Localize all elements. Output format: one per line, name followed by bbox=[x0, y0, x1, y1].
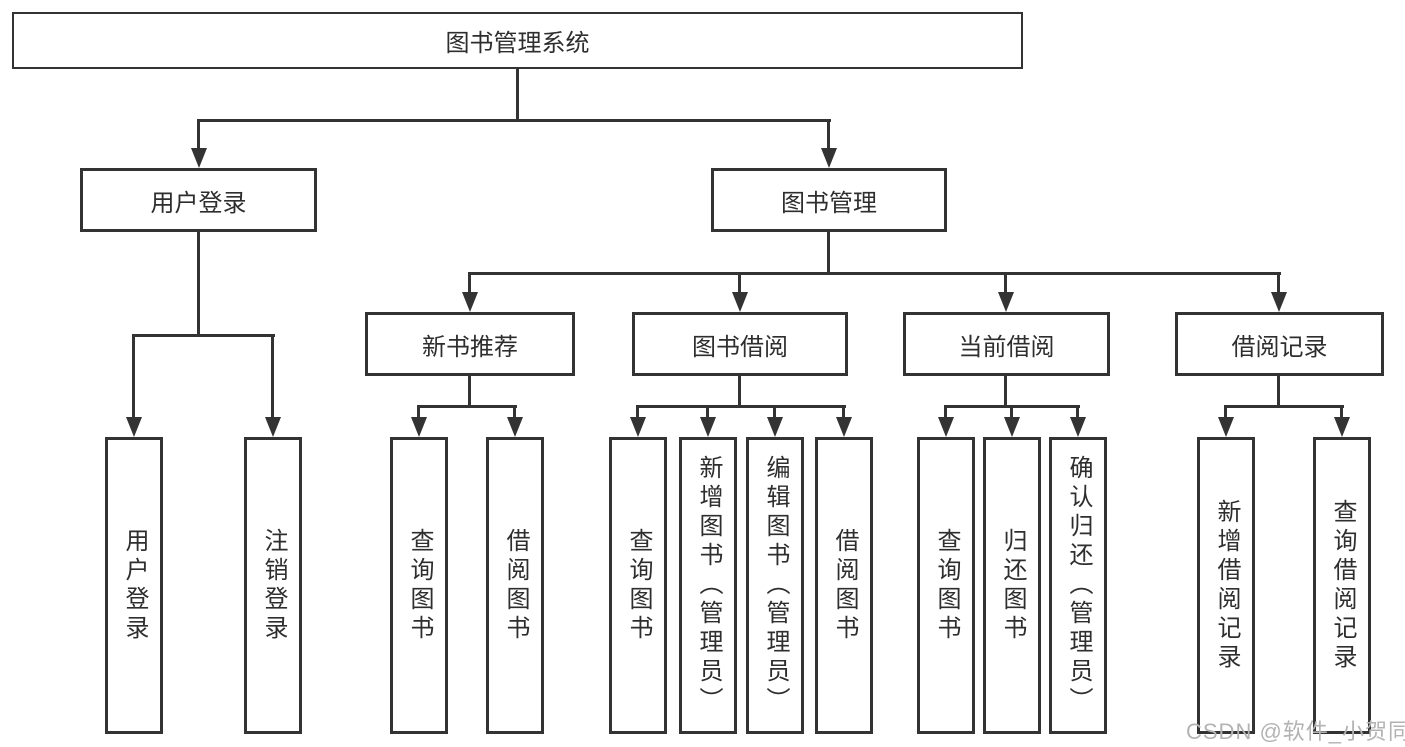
connector-line bbox=[516, 69, 519, 120]
arrow-down-icon bbox=[732, 292, 748, 312]
connector-line bbox=[636, 405, 639, 419]
node-label: 图书管理系统 bbox=[445, 30, 590, 57]
arrow-down-icon bbox=[191, 148, 207, 168]
arrow-down-icon bbox=[411, 417, 427, 437]
node-label: 新增图书（管理员） bbox=[695, 455, 722, 716]
connector-line bbox=[1010, 405, 1013, 419]
node-current-borrowing: 当前借阅 bbox=[903, 312, 1110, 376]
arrow-down-icon bbox=[630, 417, 646, 437]
node-library-system: 图书管理系统 bbox=[12, 12, 1023, 69]
leaf-user-login: 用户登录 bbox=[105, 437, 163, 734]
node-label: 借阅图书 bbox=[502, 527, 529, 644]
leaf-query-borrow-record: 查询借阅记录 bbox=[1313, 437, 1371, 734]
arrow-down-icon bbox=[700, 417, 716, 437]
connector-line bbox=[132, 334, 135, 419]
connector-line bbox=[132, 334, 275, 337]
connector-line bbox=[1004, 272, 1007, 294]
connector-line bbox=[1340, 405, 1343, 419]
leaf-borrow-book: 借阅图书 bbox=[486, 437, 544, 734]
leaf-query-book: 查询图书 bbox=[917, 437, 975, 734]
arrow-down-icon bbox=[938, 417, 954, 437]
node-new-book-recommend: 新书推荐 bbox=[365, 312, 575, 376]
arrow-down-icon bbox=[1334, 417, 1350, 437]
leaf-query-book: 查询图书 bbox=[390, 437, 448, 734]
arrow-down-icon bbox=[265, 417, 281, 437]
connector-line bbox=[706, 405, 709, 419]
node-label: 借阅图书 bbox=[831, 527, 858, 644]
connector-line bbox=[1224, 405, 1344, 408]
node-user-login: 用户登录 bbox=[80, 168, 317, 232]
connector-line bbox=[636, 405, 846, 408]
connector-line bbox=[827, 232, 830, 274]
connector-line bbox=[417, 405, 517, 408]
arrow-down-icon bbox=[462, 292, 478, 312]
node-borrowing-records: 借阅记录 bbox=[1175, 312, 1384, 376]
node-book-borrowing: 图书借阅 bbox=[632, 312, 848, 376]
node-label: 注销登录 bbox=[260, 527, 287, 644]
node-label: 新书推荐 bbox=[422, 333, 518, 361]
leaf-borrow-book: 借阅图书 bbox=[815, 437, 873, 734]
arrow-down-icon bbox=[1218, 417, 1234, 437]
leaf-add-borrow-record: 新增借阅记录 bbox=[1197, 437, 1255, 734]
connector-line bbox=[513, 405, 516, 419]
connector-line bbox=[1004, 376, 1007, 407]
arrow-down-icon bbox=[507, 417, 523, 437]
arrow-down-icon bbox=[767, 417, 783, 437]
node-label: 新增借阅记录 bbox=[1213, 498, 1240, 673]
connector-line bbox=[468, 376, 471, 407]
arrow-down-icon bbox=[821, 148, 837, 168]
watermark: CSDN @软件_小贺同学 bbox=[1186, 719, 1405, 744]
node-label: 查询借阅记录 bbox=[1329, 498, 1356, 673]
connector-line bbox=[468, 272, 1281, 275]
node-label: 编辑图书（管理员） bbox=[762, 455, 789, 716]
connector-line bbox=[197, 119, 831, 122]
arrow-down-icon bbox=[1004, 417, 1020, 437]
arrow-down-icon bbox=[998, 292, 1014, 312]
connector-line bbox=[1076, 405, 1079, 419]
leaf-query-book: 查询图书 bbox=[609, 437, 667, 734]
leaf-add-book-admin: 新增图书（管理员） bbox=[679, 437, 737, 734]
leaf-return-book: 归还图书 bbox=[983, 437, 1041, 734]
connector-line bbox=[842, 405, 845, 419]
node-label: 图书管理 bbox=[781, 189, 877, 217]
connector-line bbox=[1277, 376, 1280, 407]
connector-line bbox=[271, 334, 274, 419]
node-label: 归还图书 bbox=[999, 527, 1026, 644]
connector-line bbox=[944, 405, 947, 419]
connector-line bbox=[468, 272, 471, 294]
connector-line bbox=[417, 405, 420, 419]
connector-line bbox=[773, 405, 776, 419]
node-label: 查询图书 bbox=[625, 527, 652, 644]
connector-line bbox=[738, 272, 741, 294]
connector-line bbox=[738, 376, 741, 407]
node-label: 借阅记录 bbox=[1231, 333, 1328, 361]
node-book-management: 图书管理 bbox=[711, 168, 947, 232]
arrow-down-icon bbox=[836, 417, 852, 437]
node-label: 用户登录 bbox=[150, 189, 247, 217]
node-label: 用户登录 bbox=[121, 527, 148, 644]
node-label: 查询图书 bbox=[406, 527, 433, 644]
node-label: 当前借阅 bbox=[958, 333, 1055, 361]
connector-line bbox=[1277, 272, 1280, 294]
leaf-edit-book-admin: 编辑图书（管理员） bbox=[746, 437, 804, 734]
leaf-confirm-return-admin: 确认归还（管理员） bbox=[1049, 437, 1107, 734]
node-label: 图书借阅 bbox=[692, 333, 788, 361]
arrow-down-icon bbox=[126, 417, 142, 437]
node-label: 确认归还（管理员） bbox=[1065, 455, 1092, 716]
connector-line bbox=[197, 119, 200, 150]
connector-line bbox=[197, 232, 200, 336]
arrow-down-icon bbox=[1271, 292, 1287, 312]
leaf-logout: 注销登录 bbox=[244, 437, 302, 734]
connector-line bbox=[827, 119, 830, 150]
arrow-down-icon bbox=[1070, 417, 1086, 437]
node-label: 查询图书 bbox=[933, 527, 960, 644]
connector-line bbox=[1224, 405, 1227, 419]
